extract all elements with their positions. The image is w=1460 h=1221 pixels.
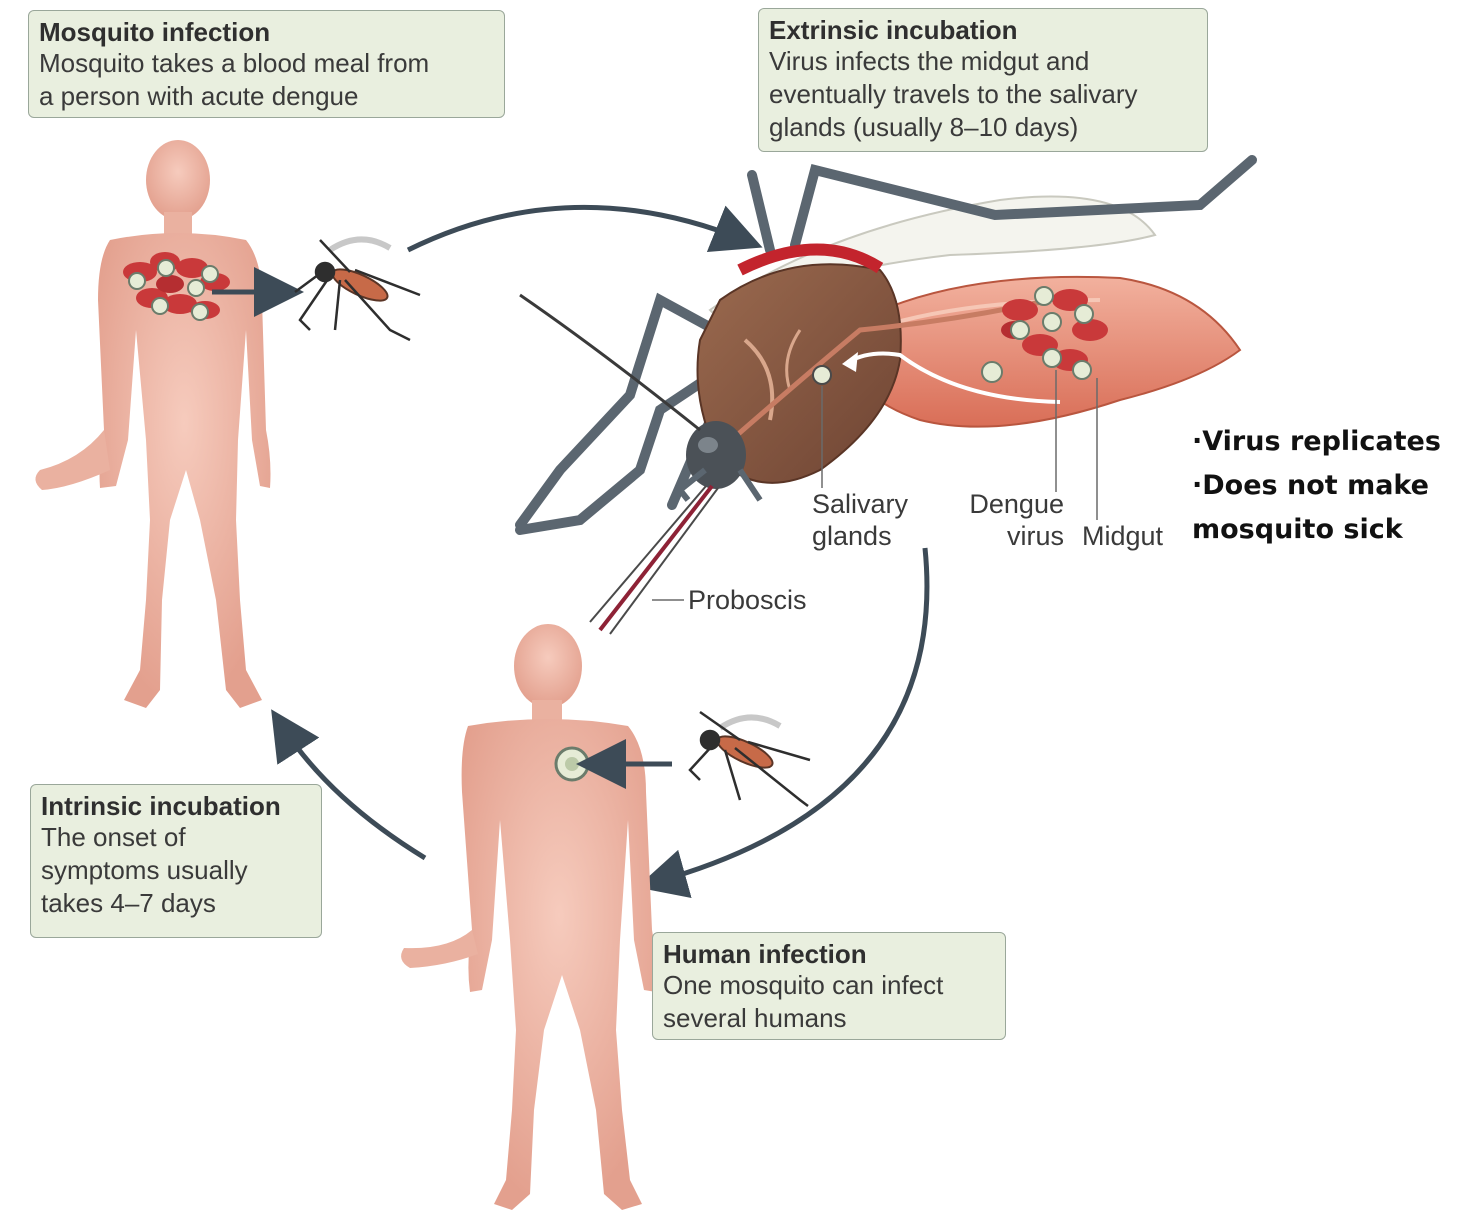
mosquito-infection-line2: a person with acute dengue xyxy=(39,81,359,111)
human-infection-line1: One mosquito can infect xyxy=(663,970,944,1000)
human-infection-line2: several humans xyxy=(663,1003,847,1033)
human-figure-infected xyxy=(35,140,271,708)
salivary-label-line1: Salivary xyxy=(812,489,909,519)
small-mosquito-biting xyxy=(688,710,811,807)
intrinsic-incubation-title: Intrinsic incubation xyxy=(41,791,281,821)
human-infection-title: Human infection xyxy=(663,939,867,969)
human-infection-box: Human infection One mosquito can infect … xyxy=(652,932,1006,1040)
intrinsic-incubation-line3: takes 4–7 days xyxy=(41,888,216,918)
proboscis-label: Proboscis xyxy=(688,585,807,615)
mosquito-infection-box: Mosquito infection Mosquito takes a bloo… xyxy=(28,10,505,118)
note-line2: ·Does not make xyxy=(1192,470,1429,501)
label-leaders xyxy=(652,370,1098,601)
dengue-label-line1: Dengue xyxy=(969,489,1064,519)
note-line3: mosquito sick xyxy=(1192,514,1403,545)
note-line1: ·Virus replicates xyxy=(1192,426,1441,457)
extrinsic-incubation-box: Extrinsic incubation Virus infects the m… xyxy=(758,8,1208,152)
salivary-glands-label: Salivary glands xyxy=(812,488,908,552)
intrinsic-incubation-line1: The onset of xyxy=(41,822,186,852)
blood-cells-cluster xyxy=(123,252,230,321)
large-mosquito-cutaway xyxy=(515,155,1257,635)
mosquito-infection-title: Mosquito infection xyxy=(39,17,271,47)
human-figure-new-host xyxy=(401,624,657,1210)
dengue-label-line2: virus xyxy=(1006,521,1064,551)
intrinsic-incubation-box: Intrinsic incubation The onset of sympto… xyxy=(30,784,322,938)
handwritten-note: ·Virus replicates ·Does not make mosquit… xyxy=(1192,420,1441,552)
dengue-virus-label: Dengue virus xyxy=(956,488,1064,552)
mosquito-infection-line1: Mosquito takes a blood meal from xyxy=(39,48,430,78)
extrinsic-incubation-line1: Virus infects the midgut and xyxy=(769,46,1090,76)
extrinsic-incubation-title: Extrinsic incubation xyxy=(769,15,1018,45)
extrinsic-incubation-line2: eventually travels to the salivary xyxy=(769,79,1138,109)
small-mosquito-feeding xyxy=(294,236,421,342)
midgut-label: Midgut xyxy=(1082,521,1164,551)
intrinsic-incubation-line2: symptoms usually xyxy=(41,855,248,885)
extrinsic-incubation-line3: glands (usually 8–10 days) xyxy=(769,112,1079,142)
salivary-label-line2: glands xyxy=(812,521,892,551)
